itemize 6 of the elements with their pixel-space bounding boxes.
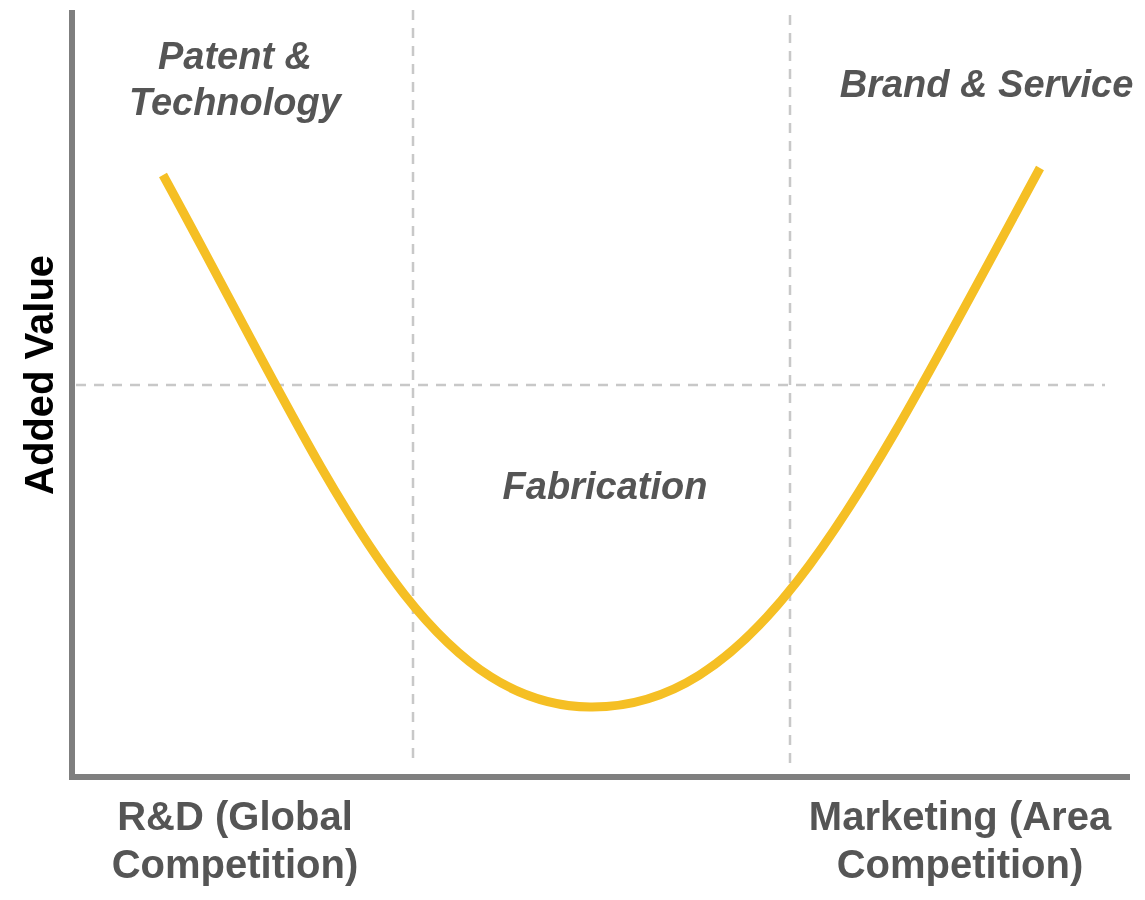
axis-label: Marketing (Area Competition) [807,793,1113,888]
region-label: Patent & Technology [128,34,344,125]
region-label: Brand & Service [838,62,1135,107]
axis-label: R&D (Global Competition) [110,793,360,888]
axis-title: Added Value [16,253,62,498]
region-label: Fabrication [501,464,709,509]
